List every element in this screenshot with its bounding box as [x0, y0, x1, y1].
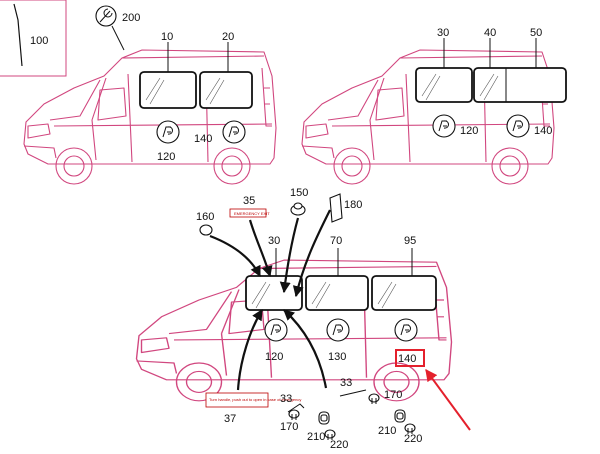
label-180: 180: [344, 199, 362, 211]
label-10: 10: [161, 31, 173, 43]
label-130-main: 130: [328, 351, 346, 363]
bracket-part-180: [329, 193, 343, 223]
arrow-180: [292, 209, 331, 298]
van-main: 30 70 95 120 130 140 35 EMERGENCY EXIT 1…: [135, 187, 471, 451]
sticker-disc-120c: [264, 318, 288, 342]
arrow-35: [248, 219, 273, 278]
van-top-right: 30 40 50 120 140: [301, 27, 567, 185]
fastener-210b: [394, 409, 406, 423]
label-170b: 170: [384, 389, 402, 401]
fastener-210a: [318, 411, 330, 425]
label-20: 20: [222, 31, 234, 43]
label-140: 140: [194, 133, 212, 145]
label-50: 50: [530, 27, 542, 39]
sticker-disc-130: [326, 318, 350, 342]
label-120b: 120: [460, 125, 478, 137]
label-220a: 220: [330, 439, 348, 451]
window-70-main: [305, 275, 369, 311]
label-120-main: 120: [265, 351, 283, 363]
label-210b: 210: [378, 425, 396, 437]
emergency-exit-sticker: [229, 208, 267, 218]
label-30-main: 30: [268, 235, 280, 247]
label-40: 40: [484, 27, 496, 39]
window-30: [415, 67, 473, 103]
van-top-left: 200 10 20 140 120: [23, 5, 277, 185]
instruction-sticker: [205, 392, 269, 408]
arrow-150: [279, 217, 300, 294]
window-20: [199, 71, 253, 109]
window-10: [139, 71, 197, 109]
label-35: 35: [243, 195, 255, 207]
label-140b: 140: [534, 125, 552, 137]
label-37: 37: [224, 413, 236, 425]
label-120: 120: [157, 151, 175, 163]
label-33b: 33: [340, 377, 352, 389]
sticker-disc-120b: [432, 114, 456, 138]
red-pointer-arrow: [425, 369, 471, 431]
label-33a: 33: [280, 393, 292, 405]
label-100: 100: [30, 35, 48, 47]
sticker-disc-140b: [506, 114, 530, 138]
label-160: 160: [196, 211, 214, 223]
arrow-160: [209, 234, 261, 277]
emergency-exit-text: EMERGENCY EXIT: [234, 211, 270, 216]
label-140-main: 140: [398, 353, 416, 365]
window-30-main: [245, 275, 303, 311]
label-150: 150: [290, 187, 308, 199]
instruction-text: Turn handle, push out to open in case of…: [209, 397, 301, 402]
sticker-disc-140: [222, 120, 246, 144]
sticker-disc-140c: [394, 318, 418, 342]
label-200: 200: [122, 12, 140, 24]
label-95-main: 95: [404, 235, 416, 247]
window-40-50: [473, 67, 567, 103]
label-210a: 210: [307, 431, 325, 443]
arrow-37: [236, 309, 263, 391]
label-220b: 220: [404, 433, 422, 445]
label-70-main: 70: [330, 235, 342, 247]
clip-part-160: [199, 224, 213, 236]
highlight-box-140: [395, 349, 425, 367]
sticker-disc-120: [156, 120, 180, 144]
arrow-fasteners: [283, 309, 328, 389]
handle-part-150: [290, 202, 306, 216]
callout-100: 100: [0, 0, 67, 77]
window-95-main: [371, 275, 437, 311]
label-170a: 170: [280, 421, 298, 433]
label-30: 30: [437, 27, 449, 39]
wrench-icon: [95, 5, 125, 51]
